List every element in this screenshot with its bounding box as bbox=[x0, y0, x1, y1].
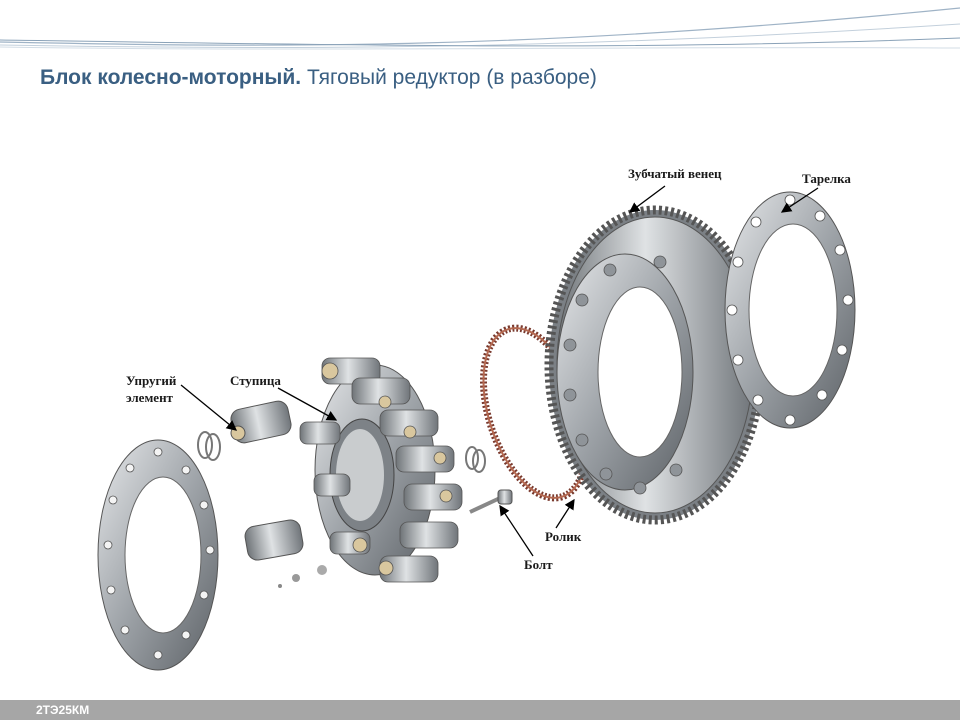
exploded-gear-illustration bbox=[97, 185, 856, 671]
label-plate: Тарелка bbox=[802, 171, 851, 186]
label-roller: Ролик bbox=[545, 529, 582, 544]
label-gear-crown: Зубчатый венец bbox=[628, 166, 722, 181]
label-elastic-element: Упругий элемент bbox=[126, 372, 176, 406]
label-bolt: Болт bbox=[524, 557, 553, 572]
elastic-element-parts bbox=[230, 400, 327, 588]
label-hub: Ступица bbox=[230, 373, 281, 388]
footer-bar: 2ТЭ25КМ bbox=[0, 700, 960, 720]
label-elastic-line1: Упругий bbox=[126, 373, 177, 388]
gear-crown bbox=[544, 205, 766, 525]
footer-label: 2ТЭ25КМ bbox=[36, 703, 90, 717]
plate bbox=[724, 191, 856, 429]
left-flange bbox=[97, 439, 219, 671]
label-elastic-line2: элемент bbox=[126, 390, 173, 405]
spring-clips bbox=[197, 431, 486, 473]
title-regular: Тяговый редуктор (в разборе) bbox=[306, 66, 597, 89]
bolt-part bbox=[469, 489, 513, 514]
hub-assembly bbox=[299, 357, 463, 583]
page-title: Блок колесно-моторный. Тяговый редуктор … bbox=[40, 66, 597, 90]
title-bold: Блок колесно-моторный. bbox=[40, 66, 302, 89]
leader-lines bbox=[180, 185, 819, 557]
header-decoration bbox=[0, 7, 960, 50]
